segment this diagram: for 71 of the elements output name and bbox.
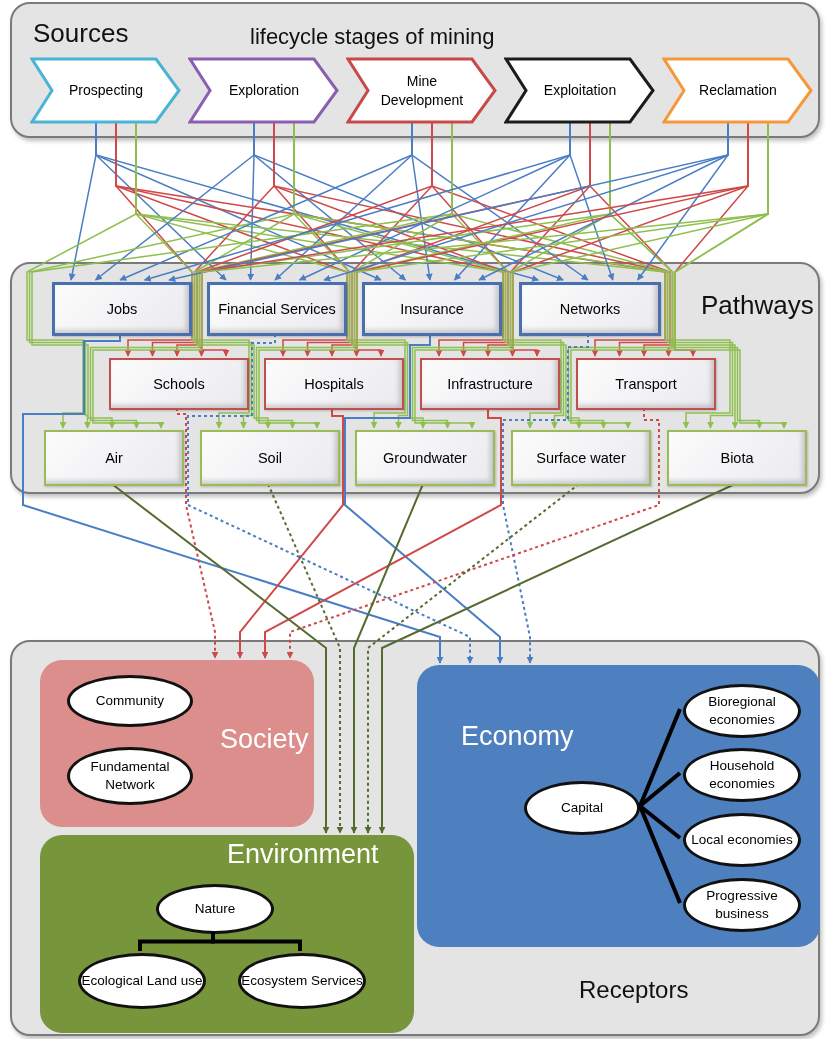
ellipse-label: Bioregional economies <box>707 693 777 729</box>
pathway-box <box>355 430 495 486</box>
stage-label: Exploitation <box>543 81 617 100</box>
ellipse-label: Fundamental Network <box>89 758 171 794</box>
stage-label: Prospecting <box>69 81 143 100</box>
pathway-box <box>264 358 404 410</box>
pathway-box <box>207 282 347 336</box>
arrow <box>286 407 660 659</box>
connector-line <box>211 932 302 951</box>
pathway-box <box>200 430 340 486</box>
ellipse-label: Nature <box>194 900 236 918</box>
lifecycle-stage <box>30 57 182 124</box>
connector-line <box>638 771 682 808</box>
pathway-box <box>52 282 192 336</box>
receptor-box <box>40 835 414 1033</box>
arrow <box>236 407 344 659</box>
stage-label: Reclamation <box>699 81 777 100</box>
receptor-heading: Society <box>220 724 309 755</box>
pathway-label: Infrastructure <box>447 376 533 392</box>
ellipse-label: Capital <box>561 799 603 817</box>
receptor-heading: Economy <box>461 721 574 752</box>
pathway-label: Networks <box>559 301 621 317</box>
pathway-box <box>362 282 502 336</box>
lifecycle-stage <box>346 57 498 124</box>
arrow <box>350 483 424 834</box>
receptor-heading: Environment <box>227 839 379 870</box>
receptor-box <box>40 660 314 827</box>
pathway-box <box>519 282 661 336</box>
arrow <box>187 333 474 664</box>
connector-line <box>638 708 682 807</box>
lifecycle-stage <box>504 57 656 124</box>
arrow <box>111 483 330 834</box>
pathway-label: Financial Services <box>218 301 336 317</box>
panel <box>10 2 820 138</box>
pathway-label: Soil <box>257 450 283 466</box>
panel <box>10 262 820 494</box>
pathway-box <box>420 358 560 410</box>
arrow <box>502 333 589 664</box>
arrow <box>261 407 502 659</box>
ellipse-label: Community <box>95 692 165 710</box>
pathway-label: Hospitals <box>304 376 364 392</box>
arrow <box>344 333 504 664</box>
ellipse <box>524 781 640 835</box>
pathway-box <box>44 430 184 486</box>
pathway-label: Surface water <box>536 450 626 466</box>
pathway-label: Groundwater <box>383 450 467 466</box>
ellipse-label: Progressive business <box>705 887 779 923</box>
arrow <box>22 333 444 664</box>
pathway-label: Transport <box>615 376 677 392</box>
arrow <box>267 483 344 834</box>
pathway-box <box>109 358 249 410</box>
connector-line <box>638 805 682 904</box>
ellipse-label: Household economies <box>708 757 776 793</box>
ellipse-label: Local economies <box>691 831 793 849</box>
ellipse-label: Ecosystem Services <box>241 972 363 990</box>
arrow <box>176 407 219 659</box>
ellipse-label: Ecological Land use <box>81 972 203 990</box>
pathway-label: Biota <box>720 450 754 466</box>
pathway-label: Schools <box>153 376 205 392</box>
stage-label: Exploration <box>228 81 299 100</box>
receptor-box <box>417 665 820 947</box>
pathway-label: Insurance <box>400 301 464 317</box>
pathway-box <box>667 430 807 486</box>
panel <box>10 640 820 1036</box>
stage-label: Mine Development <box>379 72 465 109</box>
pathway-label: Air <box>105 450 123 466</box>
pathway-box <box>576 358 716 410</box>
lifecycle-stage <box>188 57 340 124</box>
pathway-box <box>511 430 651 486</box>
pathway-label: Jobs <box>106 301 138 317</box>
lifecycle-stage <box>662 57 814 124</box>
